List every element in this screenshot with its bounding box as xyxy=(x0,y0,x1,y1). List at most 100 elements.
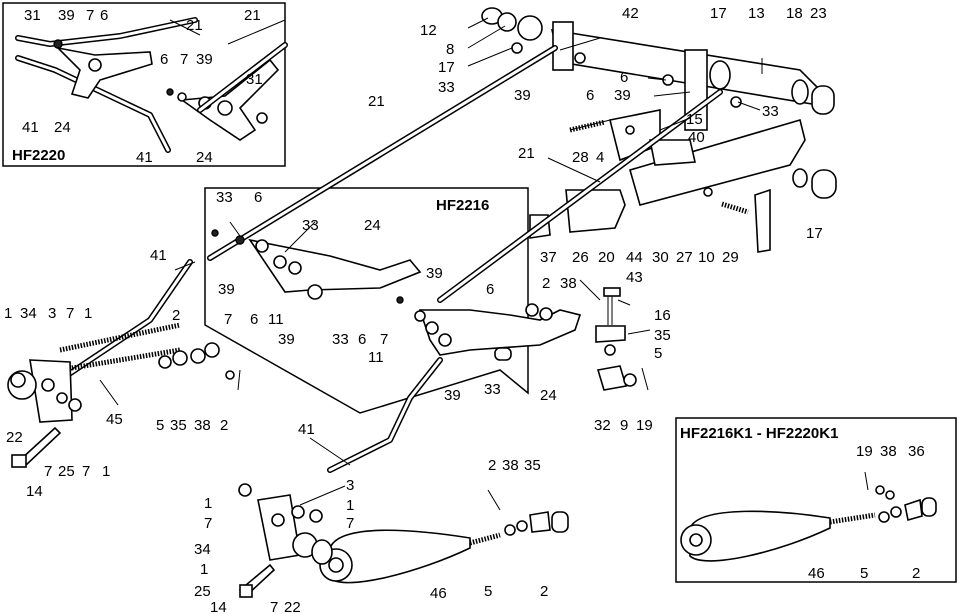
callout-label: 2 xyxy=(542,275,550,292)
callout-label: 6 xyxy=(254,189,262,206)
callout-label: 35 xyxy=(654,327,671,344)
callout-label: 9 xyxy=(620,417,628,434)
callout-label: 5 xyxy=(654,345,662,362)
callout-label: 44 xyxy=(626,249,643,266)
callout-label: 46 xyxy=(430,585,447,602)
callout-label: 24 xyxy=(196,149,213,166)
callout-label: 39 xyxy=(614,87,631,104)
callout-label: 33 xyxy=(484,381,501,398)
callout-label: 17 xyxy=(710,5,727,22)
callout-label: 1 xyxy=(102,463,110,480)
callout-label: 41 xyxy=(298,421,315,438)
callout-label: 7 xyxy=(380,331,388,348)
callout-label: 46 xyxy=(808,565,825,582)
callout-label: 11 xyxy=(268,311,284,328)
callout-label: 14 xyxy=(210,599,227,614)
callout-label: 24 xyxy=(54,119,71,136)
callout-label: 39 xyxy=(514,87,531,104)
callout-label: 45 xyxy=(106,411,123,428)
inset-hf2216k1-title: HF2216K1 - HF2220K1 xyxy=(680,425,838,442)
callout-label: 1 xyxy=(4,305,12,322)
callout-label: 6 xyxy=(100,7,108,24)
inset-hf2216-frame xyxy=(204,187,529,414)
callout-label: 1 xyxy=(84,305,92,322)
leader-lines xyxy=(99,17,761,506)
pin-assembly xyxy=(525,287,649,391)
inset-hf2220-title: HF2220 xyxy=(12,147,65,164)
shaft-assembly xyxy=(481,7,835,131)
callout-label: 23 xyxy=(810,5,827,22)
callout-label: 33 xyxy=(438,79,455,96)
callout-label: 31 xyxy=(246,71,263,88)
inset-hf2216-title: HF2216 xyxy=(436,197,489,214)
callout-label: 30 xyxy=(652,249,669,266)
callout-label: 41 xyxy=(150,247,167,264)
callout-label: 26 xyxy=(572,249,589,266)
callout-label: 7 xyxy=(66,305,74,322)
callout-label: 2 xyxy=(540,583,548,600)
callout-label: 21 xyxy=(518,145,535,162)
callout-label: 7 xyxy=(224,311,232,328)
callout-label: 6 xyxy=(358,331,366,348)
callout-label: 14 xyxy=(26,483,43,500)
callout-label: 16 xyxy=(654,307,671,324)
callout-label: 7 xyxy=(86,7,94,24)
callout-label: 13 xyxy=(748,5,765,22)
callout-label: 24 xyxy=(364,217,381,234)
callout-label: 39 xyxy=(218,281,235,298)
callout-label: 34 xyxy=(20,305,37,322)
callout-label: 4 xyxy=(596,149,604,166)
callout-label: 41 xyxy=(22,119,39,136)
callout-label: 38 xyxy=(880,443,897,460)
callout-label: 21 xyxy=(368,93,385,110)
left-arm-assembly xyxy=(7,322,241,468)
callout-label: 6 xyxy=(160,51,168,68)
callout-label: 11 xyxy=(368,349,384,366)
callout-label: 5 xyxy=(156,417,164,434)
callout-label: 32 xyxy=(594,417,611,434)
callout-label: 5 xyxy=(860,565,868,582)
callout-label: 20 xyxy=(598,249,615,266)
callout-label: 17 xyxy=(438,59,455,76)
callout-label: 3 xyxy=(346,477,354,494)
callout-label: 21 xyxy=(186,17,203,34)
callout-label: 12 xyxy=(420,22,437,39)
callout-label: 2 xyxy=(912,565,920,582)
callout-label: 35 xyxy=(170,417,187,434)
inset-hf2216k1-frame xyxy=(675,417,957,583)
callout-label: 34 xyxy=(194,541,211,558)
callout-label: 27 xyxy=(676,249,693,266)
callout-label: 38 xyxy=(502,457,519,474)
callout-label: 39 xyxy=(196,51,213,68)
callout-label: 17 xyxy=(806,225,823,242)
callout-label: 8 xyxy=(446,41,454,58)
hf2216-parts xyxy=(211,229,582,361)
callout-label: 22 xyxy=(284,599,301,614)
callout-label: 7 xyxy=(346,515,354,532)
callout-label: 41 xyxy=(136,149,153,166)
callout-label: 1 xyxy=(200,561,208,578)
callout-label: 19 xyxy=(856,443,873,460)
k1-parts xyxy=(680,471,937,562)
callout-label: 6 xyxy=(486,281,494,298)
callout-label: 3 xyxy=(48,305,56,322)
callout-label: 1 xyxy=(204,495,212,512)
callout-label: 31 xyxy=(24,7,41,24)
callout-labels: 31 39 7 6 21 21 6 7 39 31 41 24 41 24 12… xyxy=(4,5,925,614)
callout-label: 40 xyxy=(688,129,705,146)
callout-label: 6 xyxy=(620,69,628,86)
callout-label: 29 xyxy=(722,249,739,266)
callout-label: 42 xyxy=(622,5,639,22)
callout-label: 18 xyxy=(786,5,803,22)
rods-21 xyxy=(57,45,723,473)
callout-label: 2 xyxy=(172,307,180,324)
callout-label: 21 xyxy=(244,7,261,24)
callout-label: 7 xyxy=(180,51,188,68)
callout-label: 7 xyxy=(204,515,212,532)
callout-label: 39 xyxy=(426,265,443,282)
callout-label: 37 xyxy=(540,249,557,266)
callout-label: 22 xyxy=(6,429,23,446)
callout-label: 19 xyxy=(636,417,653,434)
